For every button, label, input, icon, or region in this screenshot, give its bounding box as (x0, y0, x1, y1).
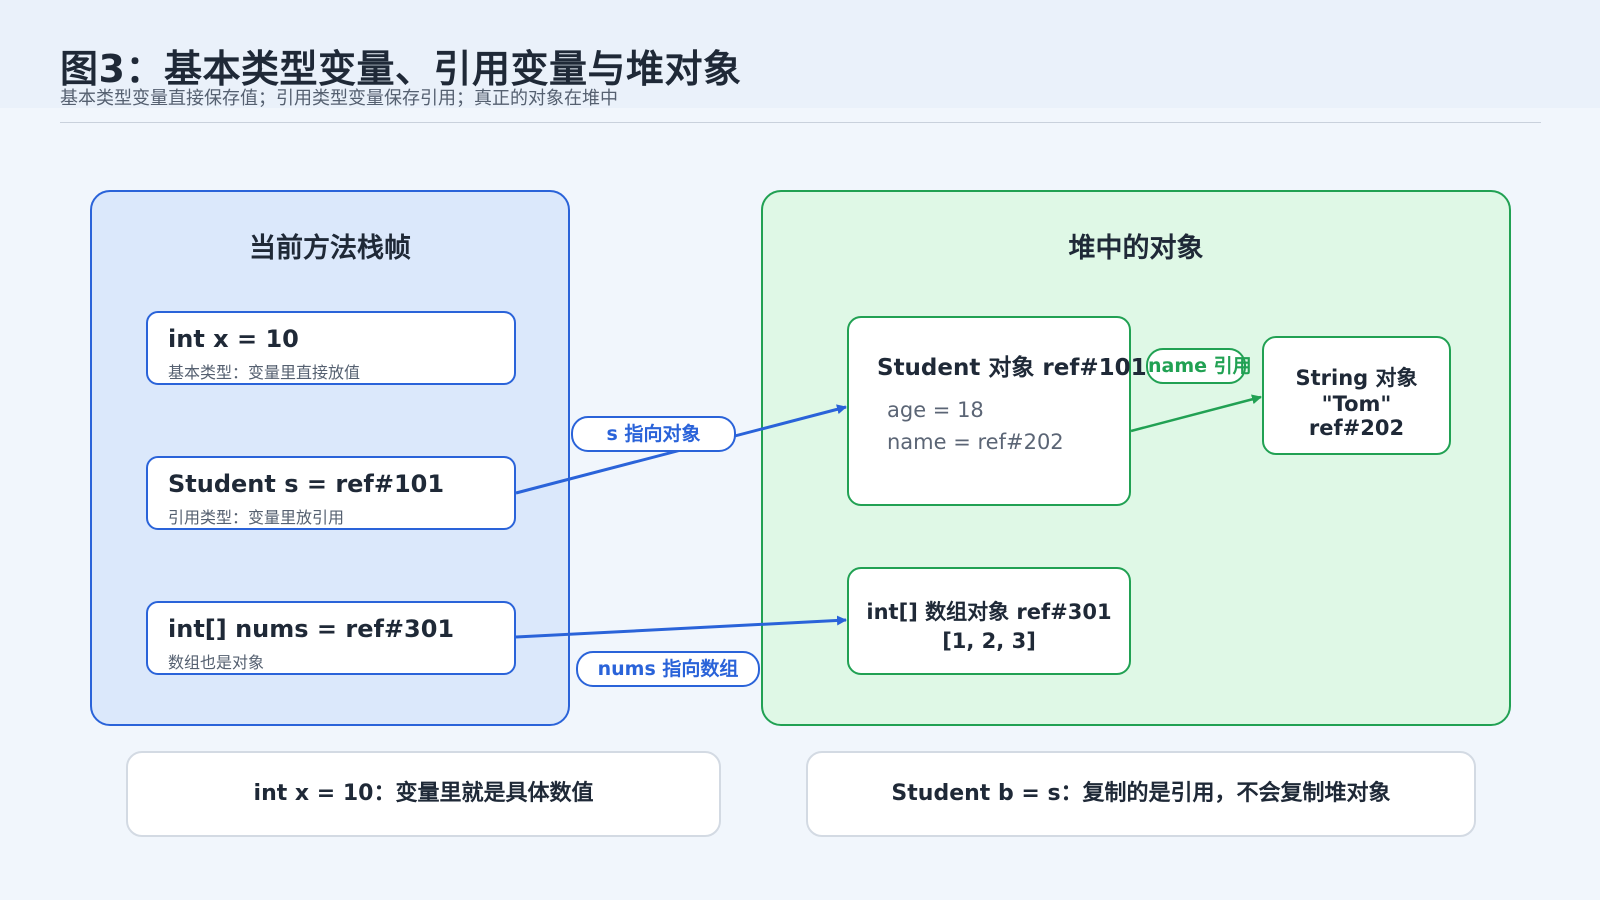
array-object-title: int[] 数组对象 ref#301 (866, 600, 1112, 624)
var-x-box: int x = 10 基本类型：变量里直接放值 (146, 311, 516, 385)
var-x-name: int x = 10 (168, 325, 299, 353)
nums-reference-label: nums 指向数组 (576, 651, 760, 687)
s-reference-label: s 指向对象 (571, 416, 736, 452)
var-nums-name: int[] nums = ref#301 (168, 615, 455, 643)
stack-frame-title: 当前方法栈帧 (249, 233, 411, 264)
var-s-name: Student s = ref#101 (168, 470, 445, 498)
string-object-box: String 对象 "Tom" ref#202 (1262, 336, 1451, 455)
var-nums-box: int[] nums = ref#301 数组也是对象 (146, 601, 516, 675)
var-nums-note: 数组也是对象 (168, 653, 265, 672)
student-field-age: age = 18 (887, 398, 984, 422)
page-title: 图3：基本类型变量、引用变量与堆对象 (60, 47, 742, 91)
var-s-box: Student s = ref#101 引用类型：变量里放引用 (146, 456, 516, 530)
array-object-box: int[] 数组对象 ref#301 [1, 2, 3] (847, 567, 1131, 675)
name-reference-arrow (1130, 394, 1262, 433)
array-object-values: [1, 2, 3] (942, 629, 1036, 653)
header-band (0, 0, 1600, 108)
string-object-value: "Tom" (1321, 392, 1392, 416)
nums-reference-arrow (515, 615, 847, 639)
student-object-box: Student 对象 ref#101 age = 18 name = ref#2… (847, 316, 1147, 506)
student-object-title: Student 对象 ref#101 (877, 355, 1147, 381)
reference-copy-note: Student b = s：复制的是引用，不会复制堆对象 (806, 751, 1476, 837)
string-object-ref: ref#202 (1308, 416, 1405, 440)
string-object-type: String 对象 (1295, 366, 1418, 390)
var-x-note: 基本类型：变量里直接放值 (168, 363, 361, 382)
name-reference-label: name 引用 (1146, 348, 1252, 384)
primitive-note: int x = 10：变量里就是具体数值 (126, 751, 721, 837)
var-s-note: 引用类型：变量里放引用 (168, 508, 345, 527)
heap-title: 堆中的对象 (1068, 233, 1204, 264)
student-field-name: name = ref#202 (887, 430, 1064, 454)
page-subtitle: 基本类型变量直接保存值；引用类型变量保存引用；真正的对象在堆中 (60, 88, 618, 109)
header-divider (60, 122, 1541, 123)
